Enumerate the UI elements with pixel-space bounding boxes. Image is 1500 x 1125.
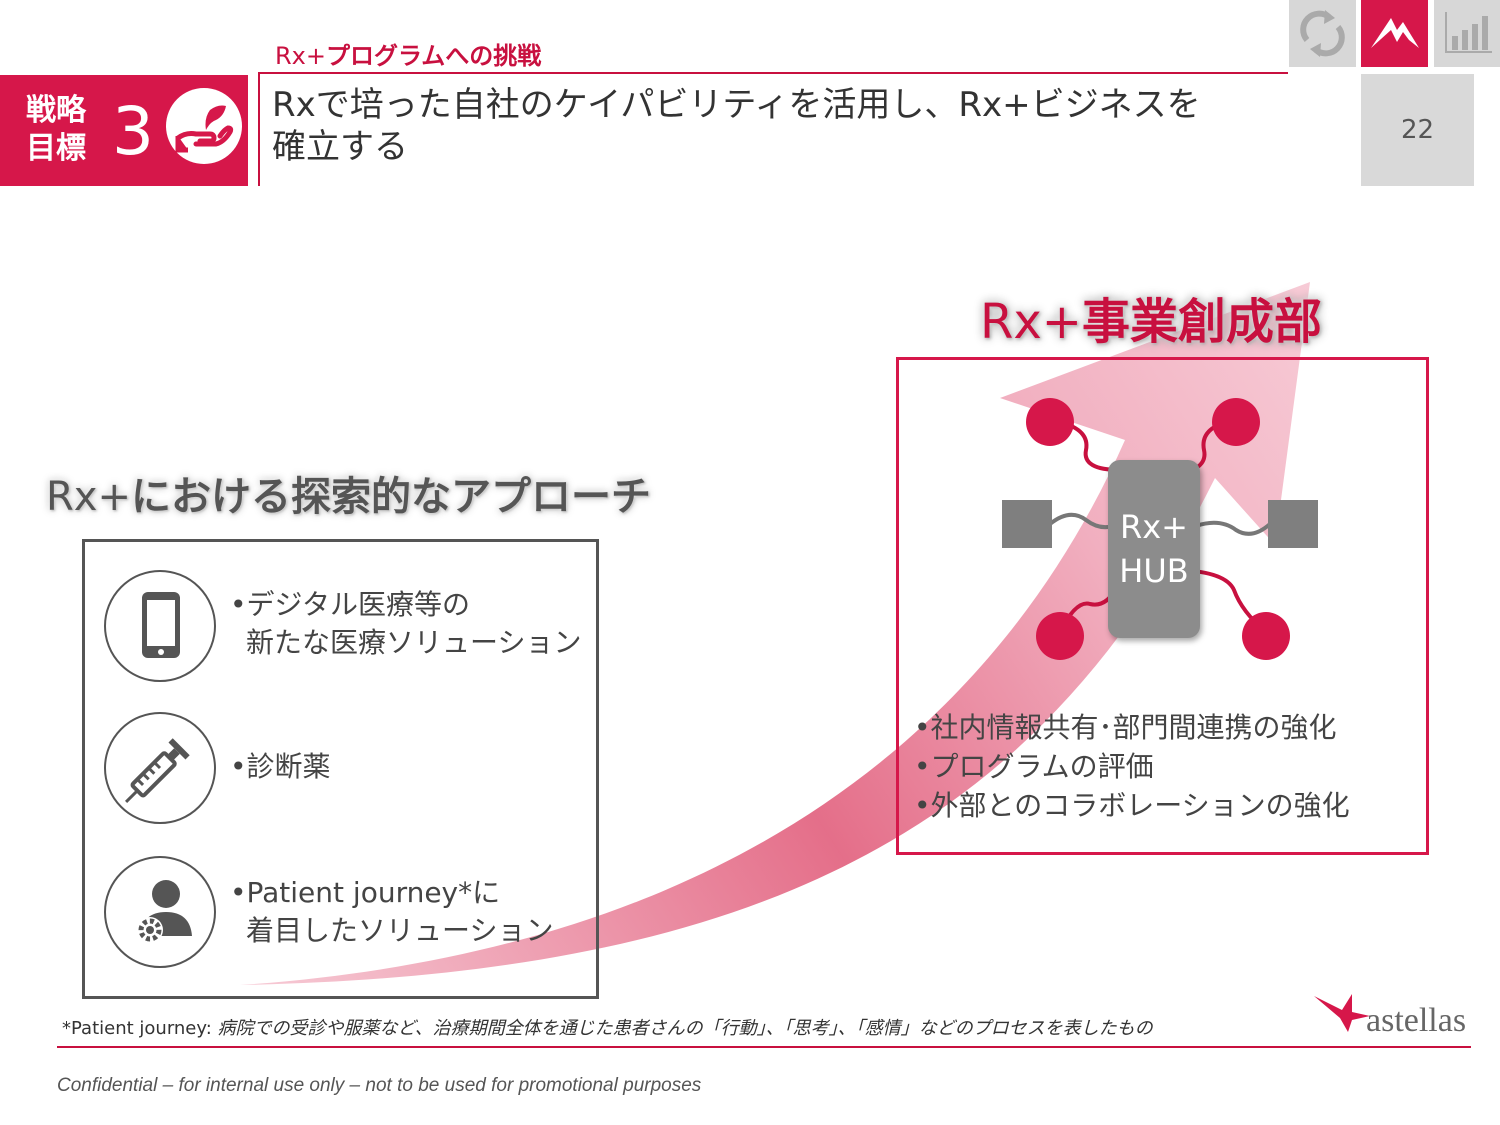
approach-item-patient-journey-line1: •Patient journey*に <box>230 876 501 909</box>
footnote: *Patient journey: 病院での受診や服薬など、治療期間全体を通じた… <box>62 1014 1153 1040</box>
approach-item-digital: •デジタル医療等の 新たな医療ソリューション <box>230 586 581 662</box>
approach-item-diagnostics: •診断薬 <box>230 748 331 786</box>
smartphone-icon <box>104 570 216 682</box>
approach-item-patient-journey-line2: 着目したソリューション <box>246 914 554 947</box>
footnote-label: *Patient journey: <box>62 1018 218 1039</box>
department-title-prefix: Rx+ <box>980 294 1082 350</box>
hub-label-line2: HUB <box>1119 552 1189 590</box>
hub-label-line1: Rx+ <box>1120 508 1188 546</box>
cycle-tile[interactable] <box>1289 0 1356 67</box>
rx-plus-hub: Rx+ HUB <box>1108 460 1200 638</box>
approach-item-digital-line1: •デジタル医療等の <box>230 588 470 621</box>
hand-seedling-icon <box>166 88 242 164</box>
astellas-mountain-icon <box>1371 18 1419 48</box>
department-title: Rx+事業創成部 <box>980 282 1322 352</box>
syringe-icon <box>104 712 216 824</box>
bar-chart-icon <box>1445 12 1492 53</box>
department-bullet-1: •社内情報共有･部門間連携の強化 <box>914 711 1337 744</box>
network-square <box>1268 500 1318 548</box>
goal-number: 3 <box>112 93 154 170</box>
department-bullet-2: •プログラムの評価 <box>914 750 1154 783</box>
cycle-icon <box>1300 10 1345 57</box>
goal-label-line2: 目標 <box>26 131 86 166</box>
page-title-line1: Rxで培った自社のケイパビリティを活用し、Rx+ビジネスを <box>272 85 1201 125</box>
network-node <box>1212 398 1260 446</box>
network-node <box>1036 612 1084 660</box>
department-title-main: 事業創成部 <box>1081 294 1322 350</box>
approach-title: Rx+における探索的なアプローチ <box>46 464 651 522</box>
network-node <box>1026 398 1074 446</box>
astellas-mountain-tile[interactable] <box>1361 0 1428 67</box>
department-box <box>896 357 1429 855</box>
kicker-underline <box>258 72 1288 74</box>
section-kicker: Rx+プログラムへの挑戦 <box>275 36 541 71</box>
footnote-text: 病院での受診や服薬など、治療期間全体を通じた患者さんの「行動」、「思考」、「感情… <box>217 1018 1153 1039</box>
page-number: 22 <box>1361 74 1474 186</box>
approach-item-patient-journey: •Patient journey*に 着目したソリューション <box>230 874 553 950</box>
title-divider <box>258 74 260 186</box>
strategic-goal-label: 戦略 目標 <box>26 92 106 168</box>
approach-box <box>82 539 599 999</box>
goal-label-line1: 戦略 <box>26 93 86 128</box>
bar-chart-tile[interactable] <box>1434 0 1500 67</box>
confidential-notice: Confidential – for internal use only – n… <box>57 1075 702 1096</box>
approach-title-prefix: Rx+ <box>46 474 131 520</box>
astellas-star-icon <box>1314 994 1370 1032</box>
footer-divider <box>57 1046 1471 1048</box>
patient-gear-icon <box>104 856 216 968</box>
page-title-line2: 確立する <box>272 127 408 167</box>
page-title: Rxで培った自社のケイパビリティを活用し、Rx+ビジネスを 確立する <box>272 84 1272 168</box>
network-square <box>1002 500 1052 548</box>
kicker-prefix: Rx+ <box>275 42 326 70</box>
network-node <box>1242 612 1290 660</box>
approach-title-main: における探索的なアプローチ <box>130 474 651 520</box>
approach-item-diagnostics-line1: •診断薬 <box>230 750 331 783</box>
kicker-main: プログラムへの挑戦 <box>326 42 542 70</box>
hub-network-diagram <box>1002 398 1318 660</box>
department-bullets: •社内情報共有･部門間連携の強化 •プログラムの評価 •外部とのコラボレーション… <box>914 708 1350 825</box>
astellas-logo: astellas <box>1366 1002 1467 1039</box>
approach-item-digital-line2: 新たな医療ソリューション <box>246 626 582 659</box>
department-bullet-3: •外部とのコラボレーションの強化 <box>914 789 1350 822</box>
